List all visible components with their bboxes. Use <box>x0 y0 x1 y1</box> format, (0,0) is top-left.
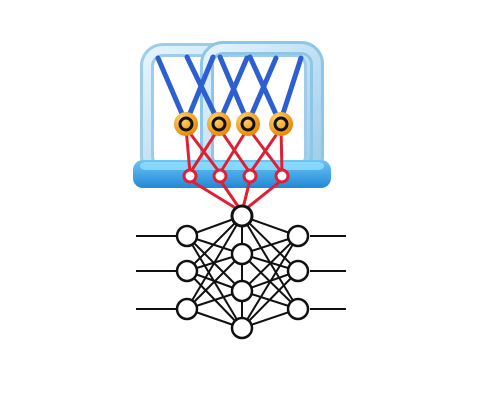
input-lines <box>136 235 176 310</box>
neuron-node-icon <box>286 259 310 283</box>
orange-node-group <box>174 112 293 136</box>
orange-node-icon <box>174 112 198 136</box>
connection-line-icon <box>186 253 243 310</box>
red-hub-icon <box>212 168 228 184</box>
red-hub-icon <box>274 168 290 184</box>
base-platform <box>133 160 331 188</box>
neuron-node-icon <box>175 224 199 248</box>
neural-network <box>136 204 346 340</box>
red-hub-icon <box>242 168 258 184</box>
blue-link <box>184 54 222 126</box>
neuron-node-icon <box>286 297 310 321</box>
neuron-node-icon <box>230 204 254 228</box>
neuron-node-icon <box>230 279 254 303</box>
output-lines <box>310 235 346 310</box>
connection-line-icon <box>241 253 299 310</box>
orange-node-icon <box>236 112 260 136</box>
neuron-node-icon <box>230 242 254 266</box>
blue-link <box>277 55 304 126</box>
blue-link-group <box>155 54 304 126</box>
orange-node-icon <box>207 112 231 136</box>
connection-line-icon <box>241 215 299 272</box>
blue-link <box>155 55 189 126</box>
neuron-node-icon <box>230 316 254 340</box>
red-link-group <box>184 127 284 214</box>
blue-link <box>247 54 283 126</box>
connection-line-icon <box>186 215 243 272</box>
blue-link <box>245 55 279 126</box>
neuron-node-icon <box>175 297 199 321</box>
blue-link <box>216 55 250 126</box>
red-link <box>189 178 243 214</box>
blue-link <box>183 54 216 126</box>
neuron-nodes <box>175 204 310 340</box>
network-edges <box>186 215 299 329</box>
red-hub-group <box>182 168 290 184</box>
red-link <box>188 127 221 174</box>
red-hub-icon <box>182 168 198 184</box>
neuron-node-icon <box>286 224 310 248</box>
red-link <box>218 127 250 174</box>
neuron-node-icon <box>175 259 199 283</box>
upper-structure <box>133 41 331 214</box>
orange-node-icon <box>269 112 293 136</box>
red-link <box>248 127 283 174</box>
